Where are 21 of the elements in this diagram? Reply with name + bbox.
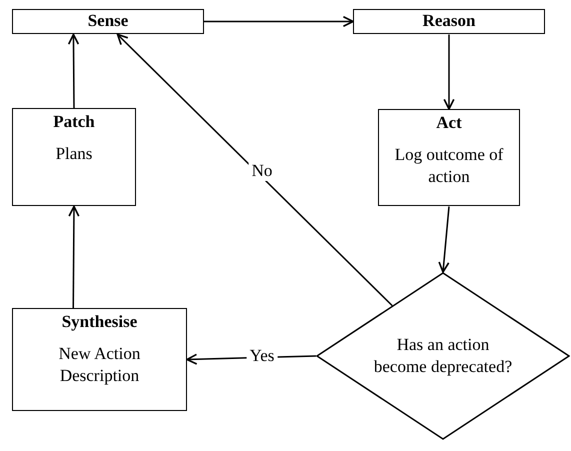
- process-box: [12, 9, 204, 34]
- question-text: Has an action become deprecated?: [373, 334, 513, 378]
- arrow: [68, 34, 80, 108]
- arrow: [438, 206, 450, 273]
- box-heading: Act: [436, 112, 462, 134]
- decision-diamond: [316, 272, 570, 440]
- box-heading: Patch: [53, 111, 95, 133]
- process-box: [12, 308, 187, 411]
- box-heading: Sense: [88, 10, 128, 32]
- arrow: [116, 34, 393, 306]
- box-description: Plans: [54, 143, 94, 166]
- arrow: [443, 34, 455, 110]
- box-heading: Synthesise: [62, 311, 138, 333]
- process-box: [353, 9, 545, 34]
- process-box: [12, 108, 136, 206]
- arrow: [68, 206, 80, 308]
- box-heading: Reason: [422, 10, 476, 32]
- arrow: [204, 16, 354, 28]
- box-description: New Action Description: [58, 343, 142, 388]
- process-box: [378, 109, 520, 206]
- box-description: Log outcome of action: [394, 144, 504, 188]
